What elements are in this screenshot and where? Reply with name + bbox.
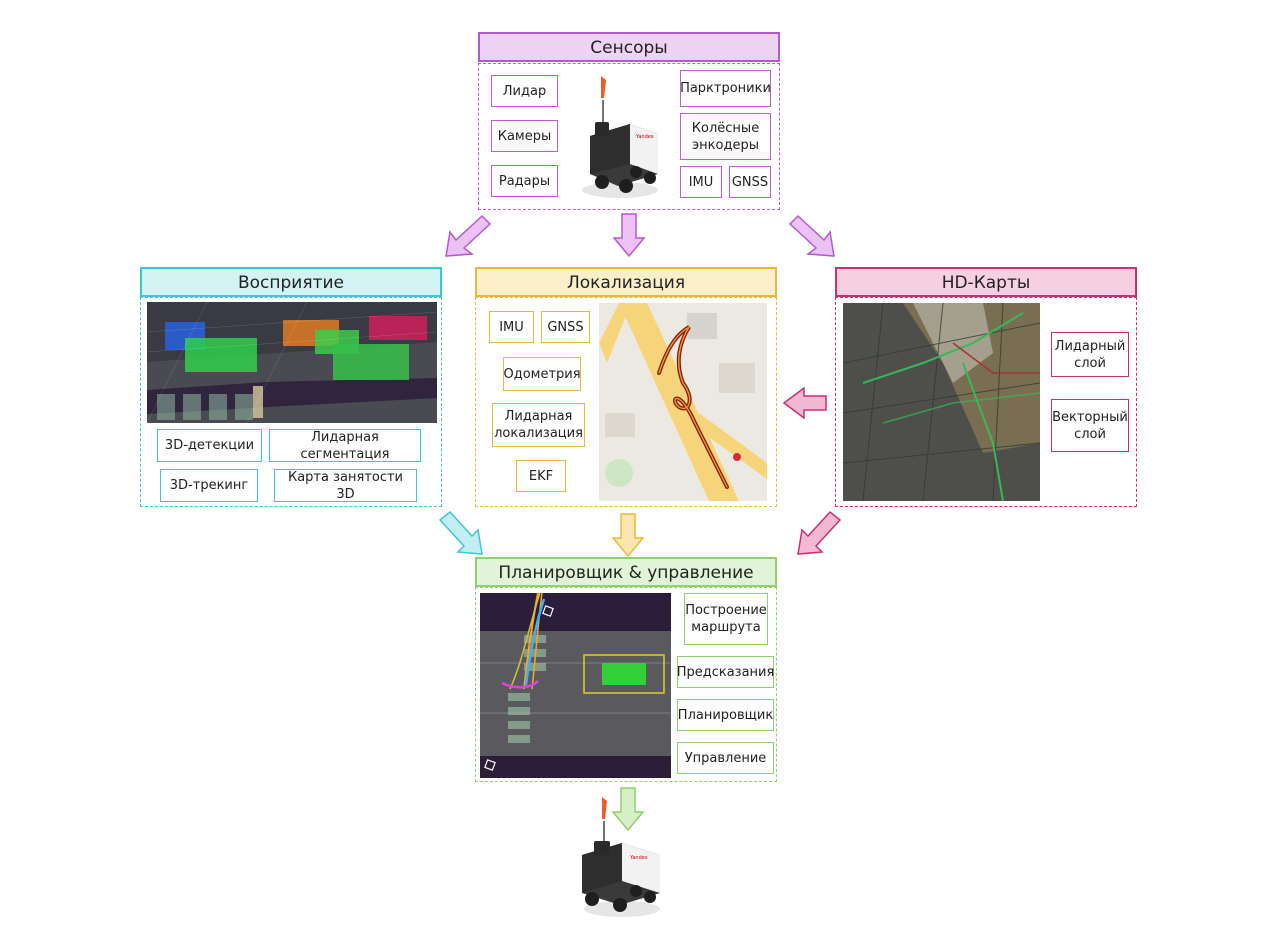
planner-predictions: Предсказания <box>677 656 774 688</box>
planner-planner: Планировщик <box>677 699 774 731</box>
arrow-perception-to-planner <box>432 510 492 556</box>
localization-map-image <box>599 303 767 501</box>
arrow-hdmaps-to-planner <box>788 510 848 556</box>
sensor-parktronics: Парктроники <box>680 70 771 107</box>
sensors-title: Сенсоры <box>478 32 780 62</box>
localization-imu: IMU <box>489 311 534 343</box>
planner-route-building: Построение маршрута <box>684 593 768 645</box>
localization-ekf: EKF <box>516 460 566 492</box>
sensor-lidar: Лидар <box>491 75 558 107</box>
robot-output-logo-label: Yandex <box>629 855 648 861</box>
perception-occupancy-map: Карта занятости 3D <box>274 469 417 502</box>
delivery-robot-image: Yandex <box>570 72 665 202</box>
sensor-radars: Радары <box>491 165 558 197</box>
planner-control: Управление <box>677 742 774 774</box>
perception-3d-view-image <box>147 302 437 423</box>
perception-3d-detections: 3D-детекции <box>157 429 262 462</box>
arrow-localization-to-planner <box>611 512 645 558</box>
sensor-wheel-encoders: Колёсные энкодеры <box>680 113 771 160</box>
perception-3d-tracking: 3D-трекинг <box>160 469 258 502</box>
hdmaps-title: HD-Карты <box>835 267 1137 297</box>
hdmaps-satellite-image <box>843 303 1040 501</box>
sensor-cameras: Камеры <box>491 120 558 152</box>
arrow-sensors-to-perception <box>438 210 498 260</box>
arrow-sensors-to-hdmaps <box>782 210 842 260</box>
perception-title: Восприятие <box>140 267 442 297</box>
delivery-robot-output-image: Yandex <box>574 795 669 920</box>
perception-lidar-segmentation: Лидарная сегментация <box>269 429 421 462</box>
sensor-gnss: GNSS <box>729 166 771 198</box>
localization-title: Локализация <box>475 267 777 297</box>
sensor-imu: IMU <box>680 166 722 198</box>
localization-gnss: GNSS <box>541 311 590 343</box>
localization-lidar-localization: Лидарная локализация <box>492 403 585 447</box>
planner-scene-image <box>480 593 671 778</box>
robot-logo-label: Yandex <box>635 134 654 140</box>
localization-odometry: Одометрия <box>503 357 581 391</box>
arrow-sensors-to-localization <box>612 212 646 258</box>
arrow-hdmaps-to-localization <box>782 386 830 420</box>
planner-title: Планировщик & управление <box>475 557 777 587</box>
hdmaps-vector-layer: Векторный слой <box>1051 399 1129 452</box>
hdmaps-lidar-layer: Лидарный слой <box>1051 332 1129 377</box>
